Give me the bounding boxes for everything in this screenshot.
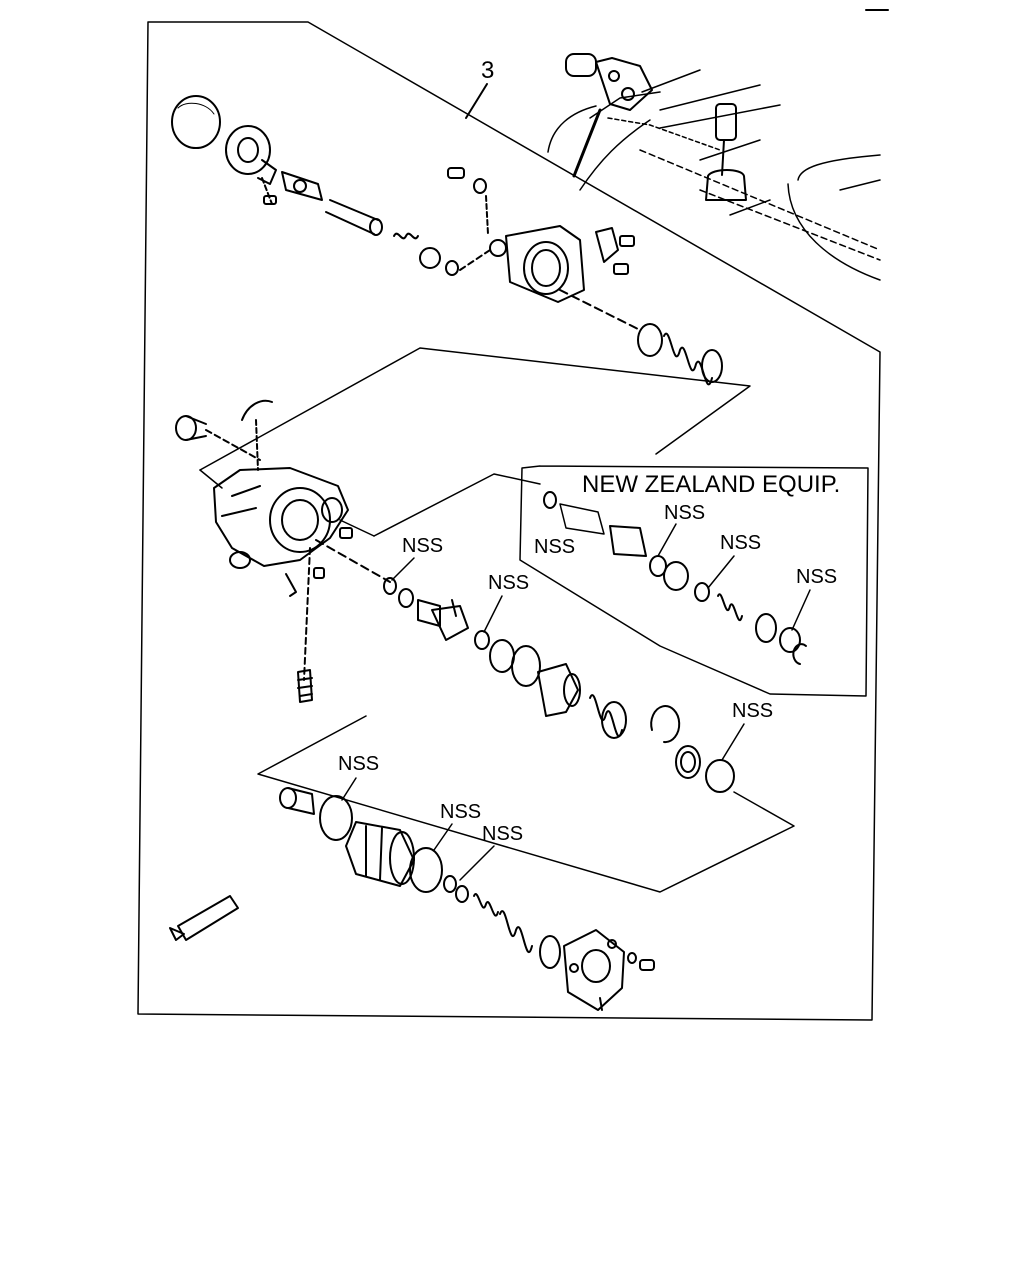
callout-leader [465,83,488,119]
nss-leader-8 [341,777,357,801]
nss-label-5: NSS [402,535,443,557]
clip-icon [241,399,273,471]
bracket-join [199,469,223,489]
end-cap-icon [563,929,625,1011]
assembly-bracket-upper [199,347,751,471]
small-spring-icon [393,232,491,276]
inset-title: NEW ZEALAND EQUIP. [582,471,840,498]
axis-line-mid [315,539,391,583]
nss-label-6: NSS [488,572,529,594]
nss-label-3: NSS [720,532,761,554]
spring-icon [473,893,533,954]
bracket-link [339,519,375,537]
nss-label-7: NSS [732,700,773,722]
bracket-link-2 [373,473,541,537]
new-zealand-inset: NEW ZEALAND EQUIP. [519,465,869,697]
nss-label-4: NSS [796,566,837,588]
bearing-icon [675,745,701,779]
o-ring-icon [637,323,663,357]
o-ring-icon [705,759,735,793]
nss-leader-5 [391,557,415,581]
axis-line-top [559,289,641,331]
sealant-tube-icon [169,895,239,941]
outer-frame [137,21,881,1021]
screw-and-washer-icon [447,167,489,235]
callout-number: 3 [481,57,494,84]
nss-leader-3 [707,555,735,589]
nss-label-1: NSS [534,536,575,558]
transmission-housing-icon [213,467,349,569]
shift-knob-icon [171,95,221,149]
snap-ring-icon [650,705,681,744]
o-ring-icon [409,847,469,903]
o-ring-icon [539,935,561,969]
nss-leader-10 [459,845,495,881]
o-ring-icon [319,795,353,841]
shift-lever-icon [705,103,747,201]
nss-leader-6 [483,595,503,633]
valve-spool-icon [417,599,469,641]
nss-leader-7 [721,723,745,761]
nss-leader-4 [791,589,811,631]
nss-label-10: NSS [482,823,523,845]
knob-boot-icon [225,125,277,205]
washer-icon [383,577,414,608]
shift-shaft-icon [281,171,383,236]
nss-leader-9 [433,823,453,851]
plunger-icon [279,787,315,815]
nss-leader-2 [657,523,677,557]
spring-icon [589,694,627,739]
piston-icon [345,821,415,887]
assembly-bracket-lower [257,715,795,893]
selector-housing-icon [489,225,635,303]
vehicle-context-icon [547,69,881,281]
nss-label-2: NSS [664,502,705,524]
bolt-icon [627,952,655,971]
valve-assembly-top-icon [565,53,653,111]
nss-label-8: NSS [338,753,379,775]
o-ring-icon [474,630,541,687]
bolt-icon [285,527,353,703]
piston-icon [537,663,581,717]
bushing-icon [175,415,261,461]
nss-label-9: NSS [440,801,481,823]
